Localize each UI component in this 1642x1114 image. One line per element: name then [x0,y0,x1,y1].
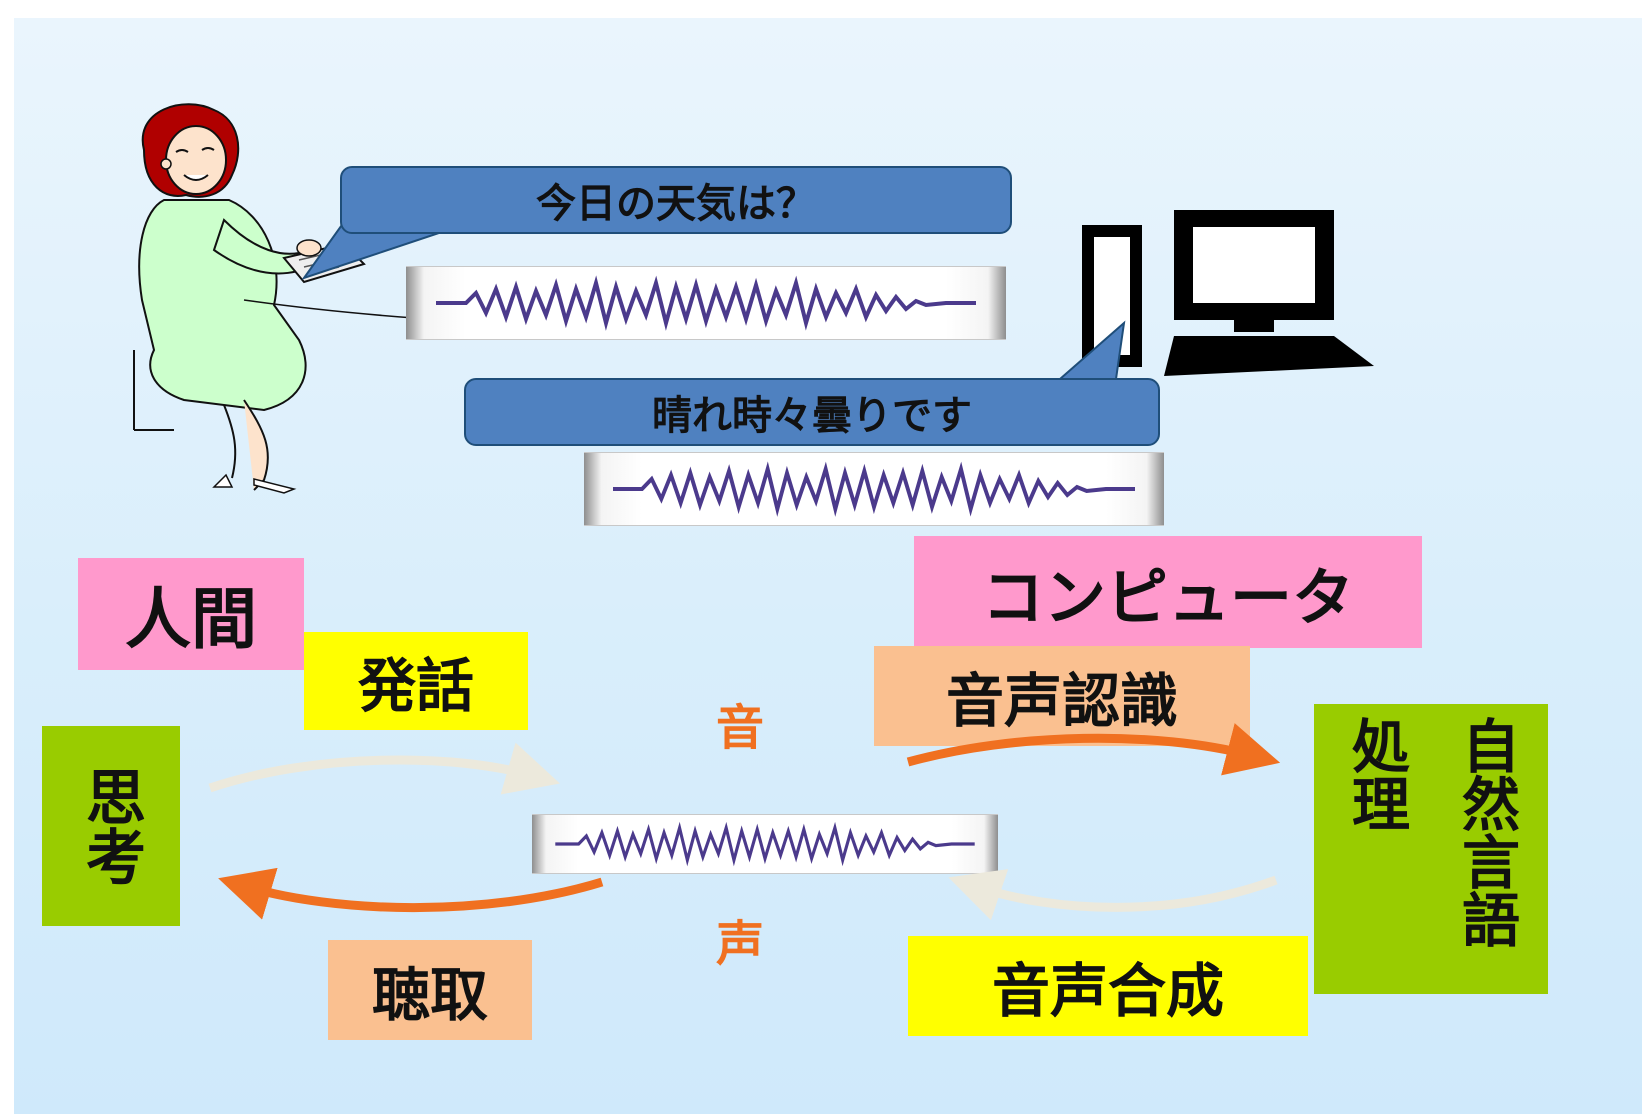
speech-recognition-label-text: 音声認識 [945,667,1178,735]
computer-icon [1082,210,1374,376]
answer-text: 晴れ時々曇りです [652,393,972,439]
speech-synthesis-label: 音声合成 [908,936,1308,1036]
waveform-speech-1 [406,266,1006,340]
audio-waveform-icon [555,821,975,867]
slide: 今日の天気は？ 晴れ時々曇りです 人間 コンピュータ 発話 音声認識 [14,18,1642,1114]
speech-synthesis-label-text: 音声合成 [991,957,1224,1025]
question-bubble: 今日の天気は？ [340,166,1012,234]
utterance-label: 発話 [304,632,528,730]
answer-bubble: 晴れ時々曇りです [464,378,1160,446]
utterance-label-text: 発話 [357,652,474,720]
waveform-speech-2 [584,452,1164,526]
sound-char-top: 音 [716,700,765,756]
waveform-center [532,814,998,874]
audio-waveform-icon [436,275,976,331]
computer-label-text: コンピュータ [981,561,1354,634]
speech-recognition-label: 音声認識 [874,646,1250,746]
listening-arrow [218,867,604,920]
arrows-layer [208,723,1281,921]
question-text: 今日の天気は？ [536,181,816,227]
human-label-text: 人間 [125,581,257,658]
listening-label-text: 聴取 [371,961,488,1029]
sound-char-bottom: 声 [716,916,765,972]
computer-label: コンピュータ [914,536,1422,648]
listening-label: 聴取 [328,940,532,1040]
nlp-column-2: 処理 [1342,716,1410,832]
nlp-column-1: 自然言語 [1452,716,1520,948]
synthesis-arrow [948,869,1278,921]
recognition-arrow [906,723,1281,776]
audio-waveform-icon [613,461,1135,517]
utterance-arrow [208,742,560,795]
thinking-label-text: 思考 [75,766,146,886]
nlp-label: 自然言語 処理 [1314,704,1548,994]
thinking-label: 思考 [42,726,180,926]
human-label: 人間 [78,558,304,670]
